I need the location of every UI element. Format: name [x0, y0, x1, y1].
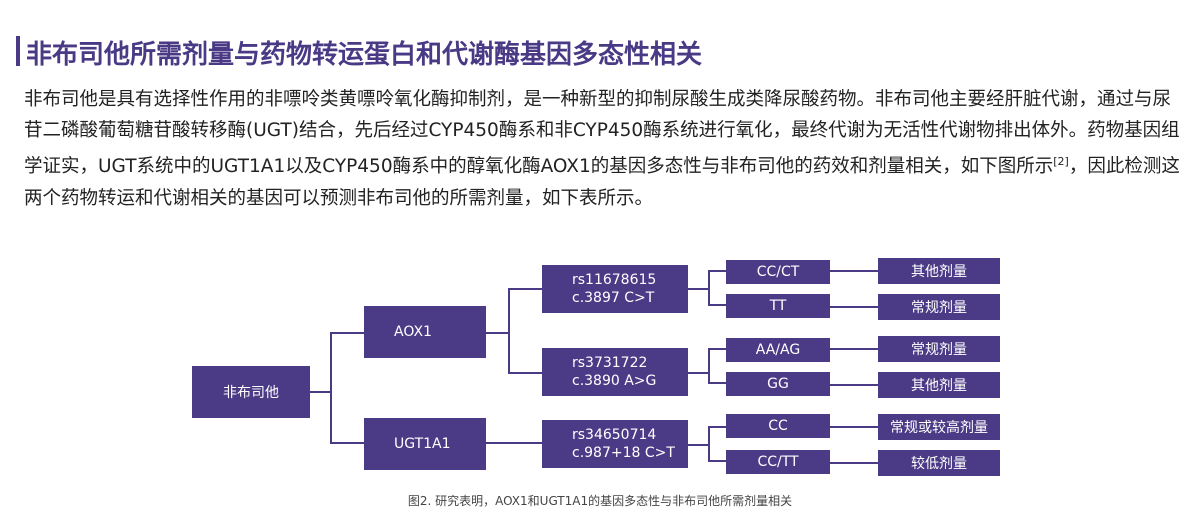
- connector-line: [708, 304, 726, 306]
- connector-line: [830, 270, 878, 272]
- connector-line: [688, 288, 710, 290]
- dose-node: 较低剂量: [878, 450, 1000, 476]
- dose-node: 其他剂量: [878, 372, 1000, 398]
- genotype-node: TT: [726, 294, 830, 318]
- connector-line: [330, 332, 364, 334]
- connector-line: [708, 426, 710, 462]
- connector-line: [830, 348, 878, 350]
- gene-label: UGT1A1: [394, 436, 451, 452]
- paragraph-tail: ，因此检测这两个药物转运和代谢相关的基因可以预测非布司他的所需剂量，如下表所示。: [24, 156, 1180, 209]
- connector-line: [330, 332, 332, 444]
- dose-node: 常规剂量: [878, 294, 1000, 320]
- connector-line: [708, 348, 726, 350]
- connector-line: [508, 288, 510, 374]
- genotype-node: AA/AG: [726, 338, 830, 362]
- genotype-node: CC/CT: [726, 260, 830, 284]
- gene-node-ugt1a1: UGT1A1: [364, 418, 486, 470]
- connector-line: [486, 442, 542, 444]
- snp-node: rs34650714 c.987+18 C>T: [542, 420, 688, 468]
- snp-change: c.3897 C>T: [572, 290, 655, 306]
- connector-line: [310, 391, 332, 393]
- body-paragraph: 非布司他是具有选择性作用的非嘌呤类黄嘌呤氧化酶抑制剂，是一种新型的抑制尿酸生成类…: [24, 84, 1180, 214]
- dose-gene-diagram: 非布司他 AOX1 UGT1A1 rs11678615 c.3897 C>T r…: [0, 250, 1200, 490]
- title-accent-bar: [16, 36, 20, 66]
- figure-caption: 图2. 研究表明，AOX1和UGT1A1的基因多态性与非布司他所需剂量相关: [407, 494, 793, 508]
- reference-marker: [2]: [1053, 155, 1069, 169]
- connector-line: [830, 426, 878, 428]
- paragraph-main: 非布司他是具有选择性作用的非嘌呤类黄嘌呤氧化酶抑制剂，是一种新型的抑制尿酸生成类…: [24, 89, 1180, 178]
- snp-rs: rs34650714: [572, 427, 657, 443]
- gene-node-aox1: AOX1: [364, 306, 486, 358]
- connector-line: [330, 442, 364, 444]
- connector-line: [508, 372, 542, 374]
- dose-node: 其他剂量: [878, 258, 1000, 284]
- connector-line: [830, 306, 878, 308]
- connector-line: [708, 426, 726, 428]
- snp-node: rs11678615 c.3897 C>T: [542, 265, 688, 313]
- connector-line: [688, 372, 710, 374]
- connector-line: [830, 462, 878, 464]
- connector-line: [708, 382, 726, 384]
- dose-node: 常规或较高剂量: [878, 414, 1000, 440]
- snp-change: c.987+18 C>T: [572, 445, 675, 461]
- connector-line: [508, 288, 542, 290]
- connector-line: [708, 460, 726, 462]
- genotype-node: CC/TT: [726, 450, 830, 474]
- snp-node: rs3731722 c.3890 A>G: [542, 348, 688, 396]
- snp-rs: rs11678615: [572, 272, 657, 288]
- connector-line: [708, 270, 726, 272]
- page-title: 非布司他所需剂量与药物转运蛋白和代谢酶基因多态性相关: [26, 40, 703, 70]
- snp-change: c.3890 A>G: [572, 373, 657, 389]
- connector-line: [708, 270, 710, 306]
- genotype-node: GG: [726, 372, 830, 396]
- connector-line: [830, 384, 878, 386]
- genotype-node: CC: [726, 414, 830, 438]
- connector-line: [688, 444, 710, 446]
- dose-node: 常规剂量: [878, 336, 1000, 362]
- connector-line: [708, 348, 710, 384]
- drug-node-febuxostat: 非布司他: [192, 366, 310, 418]
- gene-label: AOX1: [394, 324, 432, 340]
- snp-rs: rs3731722: [572, 355, 648, 371]
- connector-line: [486, 332, 510, 334]
